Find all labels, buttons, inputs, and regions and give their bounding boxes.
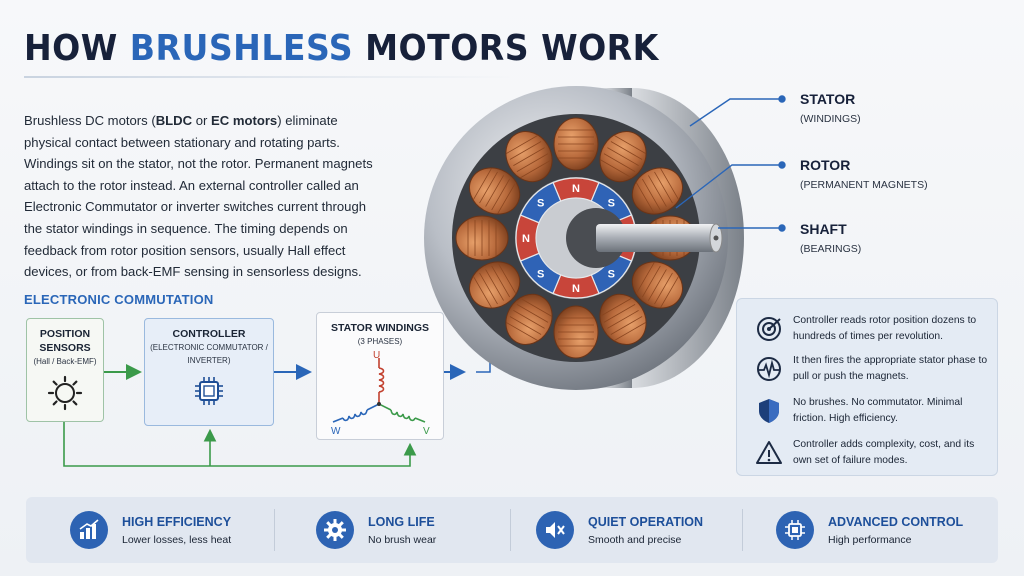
feature-divider bbox=[510, 509, 511, 551]
motor-illustration: NSNSNSNS bbox=[424, 86, 744, 390]
shaft-callout: SHAFT (BEARINGS) bbox=[800, 221, 861, 257]
magnet-pole-label: N bbox=[522, 233, 530, 245]
intro-paragraph: Brushless DC motors (BLDC or EC motors) … bbox=[24, 110, 384, 283]
intro-text-post: ) eliminate physical contact between sta… bbox=[24, 113, 373, 280]
feature-divider bbox=[742, 509, 743, 551]
features-bar: HIGH EFFICIENCY Lower losses, less heat … bbox=[26, 497, 998, 563]
warning-icon bbox=[756, 441, 782, 464]
muted-speaker-icon bbox=[536, 511, 574, 549]
stator-coil bbox=[505, 293, 553, 345]
rotor-leader bbox=[675, 164, 782, 209]
intro-text-mid: or bbox=[192, 113, 211, 128]
info-item-no-brushes: No brushes. No commutator. Minimal frict… bbox=[737, 393, 999, 433]
stator-coil bbox=[599, 131, 647, 183]
phase-w-coil bbox=[332, 403, 380, 423]
phase-w-label: W bbox=[331, 426, 341, 437]
info-panel: Controller reads rotor position dozens t… bbox=[736, 298, 998, 476]
phase-v-label: V bbox=[423, 426, 430, 437]
magnet-pole-label: S bbox=[608, 198, 615, 210]
feature-sub-advanced-control: High performance bbox=[828, 534, 912, 546]
three-phase-wye-diagram: U W V bbox=[331, 350, 430, 437]
feature-title-long-life: LONG LIFE bbox=[368, 515, 435, 529]
info-text-no-brushes: No brushes. No commutator. Minimal frict… bbox=[793, 397, 963, 424]
microchip-icon bbox=[195, 377, 223, 405]
info-text-complexity: Controller adds complexity, cost, and it… bbox=[793, 439, 975, 466]
title-word-how: HOW bbox=[24, 28, 118, 69]
sensor-ring-icon bbox=[47, 375, 83, 411]
chip-icon bbox=[776, 511, 814, 549]
feature-divider bbox=[274, 509, 275, 551]
title-word-brushless: BRUSHLESS bbox=[129, 28, 354, 69]
stator-callout: STATOR (WINDINGS) bbox=[800, 91, 861, 127]
stator-box-subtitle: (3 PHASES) bbox=[357, 337, 403, 346]
rotor-callout-title: ROTOR bbox=[800, 157, 851, 173]
info-item-position: Controller reads rotor position dozens t… bbox=[737, 311, 999, 351]
phase-u-label: U bbox=[373, 350, 380, 361]
shaft bbox=[596, 224, 716, 252]
pulse-icon bbox=[757, 357, 781, 381]
position-sensors-box: POSITION SENSORS (Hall / Back-EMF) bbox=[26, 318, 104, 422]
title-underline bbox=[24, 76, 514, 78]
stator-callout-title: STATOR bbox=[800, 91, 856, 107]
magnet-pole-label: N bbox=[572, 183, 580, 195]
magnet-pole-label: S bbox=[537, 268, 544, 280]
info-text-fire-phase: It then fires the appropriate stator pha… bbox=[793, 355, 988, 382]
controller-subtitle-2: INVERTER) bbox=[187, 356, 231, 365]
feature-title-efficiency: HIGH EFFICIENCY bbox=[122, 515, 232, 529]
feedback-loop-line bbox=[63, 422, 417, 467]
sensors-title-1: POSITION bbox=[39, 328, 91, 340]
stator-coil bbox=[505, 131, 553, 183]
stator-leader bbox=[689, 98, 782, 127]
sensors-title-2: SENSORS bbox=[39, 342, 91, 354]
shaft-callout-title: SHAFT bbox=[800, 221, 847, 237]
stator-windings-box: STATOR WINDINGS (3 PHASES) U W V bbox=[316, 312, 444, 440]
stator-coil bbox=[469, 261, 521, 309]
phase-v-coil bbox=[378, 403, 426, 423]
stator-coil bbox=[599, 293, 647, 345]
efficiency-chart-icon bbox=[70, 511, 108, 549]
shaft-callout-sub: (BEARINGS) bbox=[800, 243, 862, 255]
page-title: HOW BRUSHLESS MOTORS WORK bbox=[24, 28, 659, 69]
magnet-pole-label: N bbox=[572, 283, 580, 295]
shield-icon bbox=[759, 399, 779, 423]
stator-coil bbox=[455, 215, 509, 261]
intro-bold-bldc: BLDC bbox=[155, 113, 193, 128]
rotor-magnets: NSNSNSNS bbox=[515, 177, 637, 299]
feature-sub-long-life: No brush wear bbox=[368, 534, 437, 546]
info-item-fire-phase: It then fires the appropriate stator pha… bbox=[737, 351, 999, 391]
stator-coil bbox=[631, 261, 683, 309]
stator-callout-sub: (WINDINGS) bbox=[800, 113, 861, 125]
stator-coil bbox=[553, 305, 599, 359]
gear-icon bbox=[316, 511, 354, 549]
feature-title-quiet: QUIET OPERATION bbox=[588, 515, 704, 529]
title-words-motors-work: MOTORS WORK bbox=[365, 28, 659, 69]
commutation-heading: ELECTRONIC COMMUTATION bbox=[24, 292, 214, 307]
stator-coil bbox=[631, 167, 683, 215]
info-item-complexity: Controller adds complexity, cost, and it… bbox=[737, 435, 999, 475]
target-icon bbox=[757, 317, 781, 341]
feature-sub-efficiency: Lower losses, less heat bbox=[122, 534, 232, 546]
sensors-subtitle: (Hall / Back-EMF) bbox=[33, 357, 97, 366]
feature-sub-quiet: Smooth and precise bbox=[588, 534, 682, 546]
magnet-pole-label: S bbox=[537, 198, 544, 210]
neutral-point bbox=[377, 402, 381, 406]
info-text-position: Controller reads rotor position dozens t… bbox=[793, 315, 977, 342]
rotor-callout-sub: (PERMANENT MAGNETS) bbox=[800, 179, 928, 191]
stator-coils bbox=[455, 117, 697, 359]
controller-subtitle-1: (ELECTRONIC COMMUTATOR / bbox=[150, 343, 268, 352]
rotor-callout: ROTOR (PERMANENT MAGNETS) bbox=[800, 157, 928, 193]
stator-box-title: STATOR WINDINGS bbox=[331, 322, 429, 334]
feature-title-advanced-control: ADVANCED CONTROL bbox=[828, 515, 964, 529]
stator-coil bbox=[553, 117, 599, 171]
controller-title: CONTROLLER bbox=[172, 328, 246, 340]
stator-coil bbox=[469, 167, 521, 215]
magnet-south-segment bbox=[519, 181, 562, 224]
intro-bold-ec: EC motors bbox=[211, 113, 278, 128]
intro-text-pre: Brushless DC motors ( bbox=[24, 113, 156, 128]
magnet-pole-label: S bbox=[608, 268, 615, 280]
controller-box: CONTROLLER (ELECTRONIC COMMUTATOR / INVE… bbox=[144, 318, 274, 426]
